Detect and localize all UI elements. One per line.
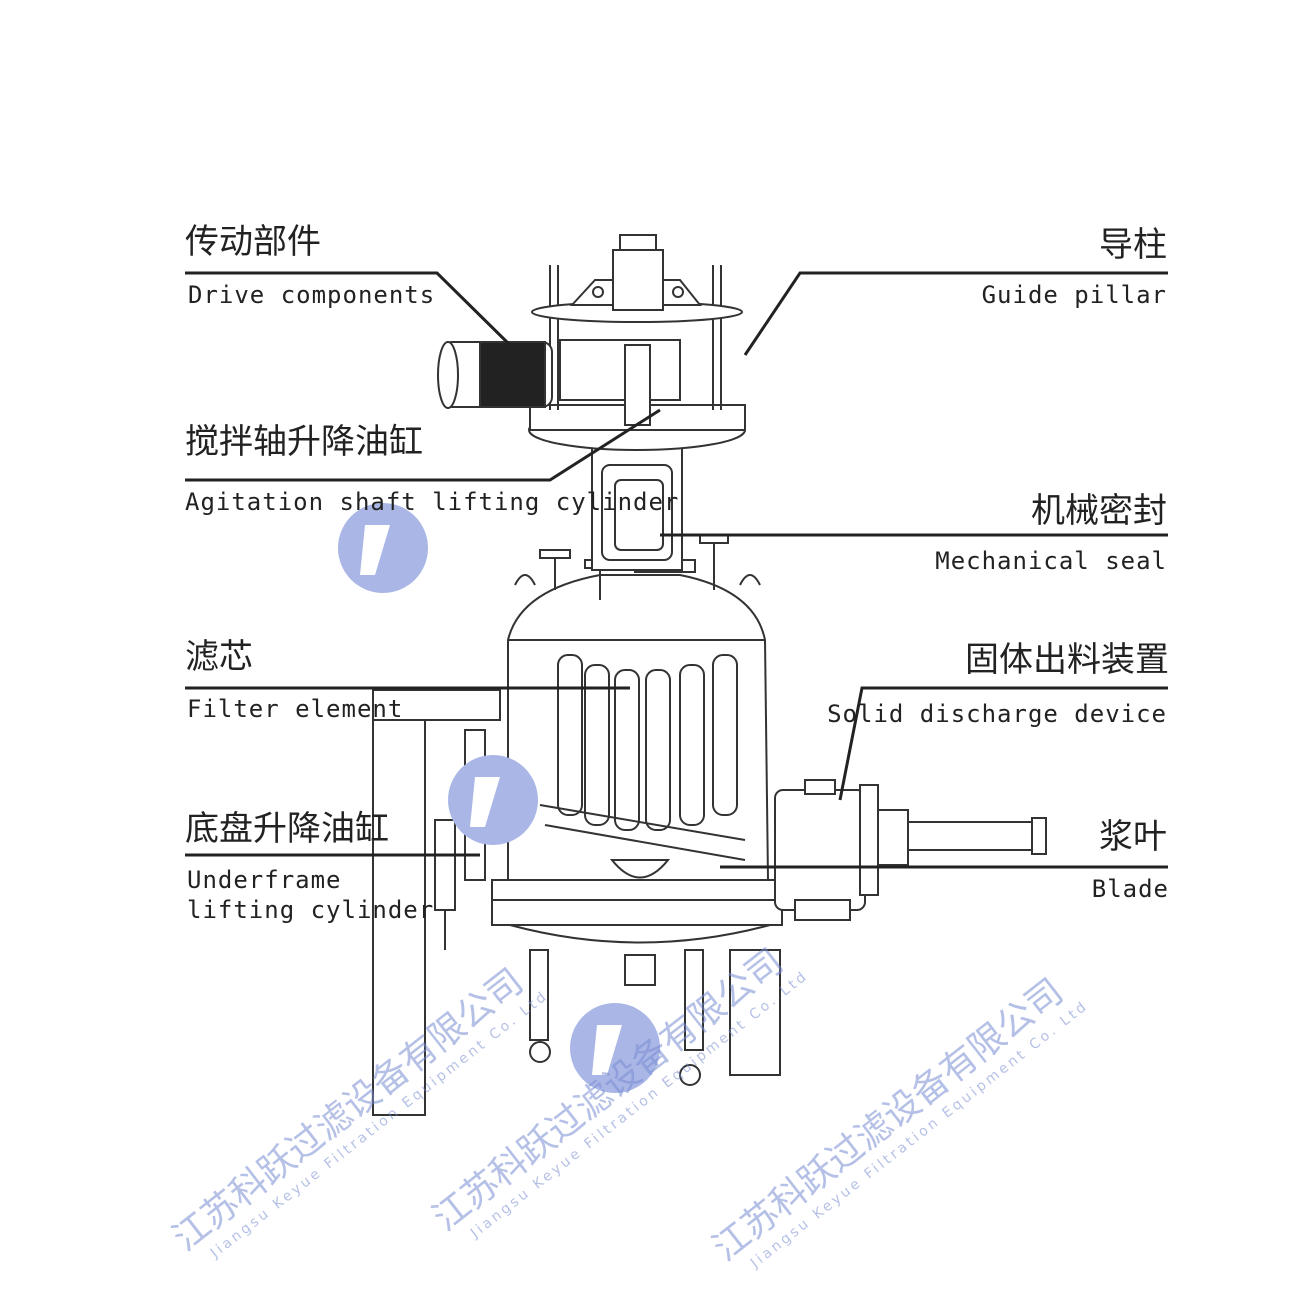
label-filter-zh: 滤芯 xyxy=(185,637,253,677)
support-legs xyxy=(372,689,781,1116)
seal-frame xyxy=(528,404,746,571)
label-discharge-en: Solid discharge device xyxy=(827,700,1167,728)
label-underframe-zh: 底盘升降油缸 xyxy=(185,809,389,849)
label-underframe-en2: lifting cylinder xyxy=(187,896,435,924)
label-blade-en: Blade xyxy=(1091,875,1169,903)
label-agitation-zh: 搅拌轴升降油缸 xyxy=(185,422,423,462)
label-discharge-zh: 固体出料装置 xyxy=(965,640,1169,680)
label-drive-en: Drive components xyxy=(188,281,436,309)
filter-elements xyxy=(539,654,746,879)
label-drive-zh: 传动部件 xyxy=(185,222,321,262)
label-blade-zh: 浆叶 xyxy=(1099,817,1167,857)
label-underframe-en1: Underframe xyxy=(187,866,342,894)
leader-lines xyxy=(185,271,1168,869)
drive-unit xyxy=(437,234,703,426)
label-guide-en: Guide pillar xyxy=(981,281,1167,309)
discharge-device xyxy=(774,779,1047,921)
label-agitation-en: Agitation shaft lifting cylinder xyxy=(185,488,680,516)
label-filter-en: Filter element xyxy=(187,695,404,723)
label-seal-zh: 机械密封 xyxy=(1031,491,1167,531)
label-guide-zh: 导柱 xyxy=(1099,225,1167,265)
label-seal-en: Mechanical seal xyxy=(935,547,1167,575)
